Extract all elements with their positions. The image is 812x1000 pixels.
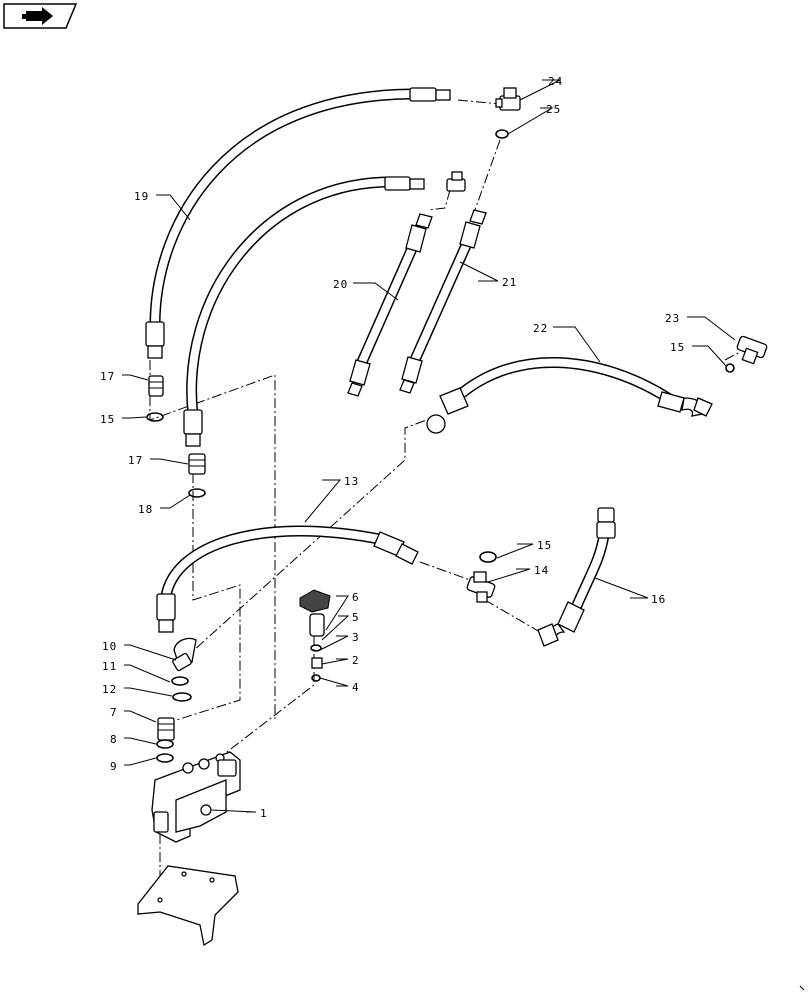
- callout-24: 24: [548, 75, 563, 88]
- hose-19: [145, 87, 451, 359]
- elbow-fitting-10: [172, 637, 197, 672]
- callout-7: 7: [110, 706, 118, 719]
- callout-1: 1: [260, 807, 268, 820]
- hose-20: [347, 213, 433, 397]
- callout-13: 13: [344, 475, 359, 488]
- callout-14: 14: [534, 564, 549, 577]
- corner-mark: [799, 985, 805, 991]
- callout-labels: 24 25 19 20 21 22 23 15 17 15 17 18 13 1…: [100, 75, 685, 820]
- callout-19: 19: [134, 190, 149, 203]
- callout-16: 16: [651, 593, 666, 606]
- adapter-17-upper: [148, 375, 164, 397]
- hose-13: [156, 525, 419, 633]
- callout-17-upper: 17: [100, 370, 115, 383]
- leader-lines: [122, 79, 736, 813]
- callout-18: 18: [138, 503, 153, 516]
- callout-3: 3: [352, 631, 360, 644]
- return-button[interactable]: [3, 3, 78, 29]
- callout-21: 21: [502, 276, 517, 289]
- control-valve-1: [151, 751, 241, 843]
- pressure-switch-6: [299, 589, 331, 669]
- adapter-17-lower: [188, 453, 206, 475]
- callout-5: 5: [352, 611, 360, 624]
- callout-4: 4: [352, 681, 360, 694]
- hose-unlabeled: [183, 176, 425, 447]
- callout-17-lower: 17: [128, 454, 143, 467]
- tee-fitting-upper: [446, 171, 466, 192]
- callout-11: 11: [102, 660, 117, 673]
- callout-9: 9: [110, 760, 118, 773]
- tee-fitting-23: [736, 335, 768, 365]
- hose-21: [399, 209, 487, 394]
- hose-22: [426, 357, 713, 434]
- callout-15-right: 15: [670, 341, 685, 354]
- return-arrow-icon: [22, 7, 53, 25]
- tee-fitting-24: [495, 87, 521, 111]
- callout-23: 23: [665, 312, 680, 325]
- callout-15-center: 15: [537, 539, 552, 552]
- callout-2: 2: [352, 654, 360, 667]
- adapter-7: [157, 717, 175, 741]
- callout-20: 20: [333, 278, 348, 291]
- callout-22: 22: [533, 322, 548, 335]
- mounting-bracket: [137, 865, 239, 947]
- o-rings: [146, 129, 735, 763]
- hose-16: [537, 507, 616, 647]
- callout-12: 12: [102, 683, 117, 696]
- callout-6: 6: [352, 591, 360, 604]
- tee-fitting-14: [466, 571, 496, 603]
- callout-25: 25: [546, 103, 561, 116]
- callout-15-left: 15: [100, 413, 115, 426]
- callout-8: 8: [110, 733, 118, 746]
- callout-10: 10: [102, 640, 117, 653]
